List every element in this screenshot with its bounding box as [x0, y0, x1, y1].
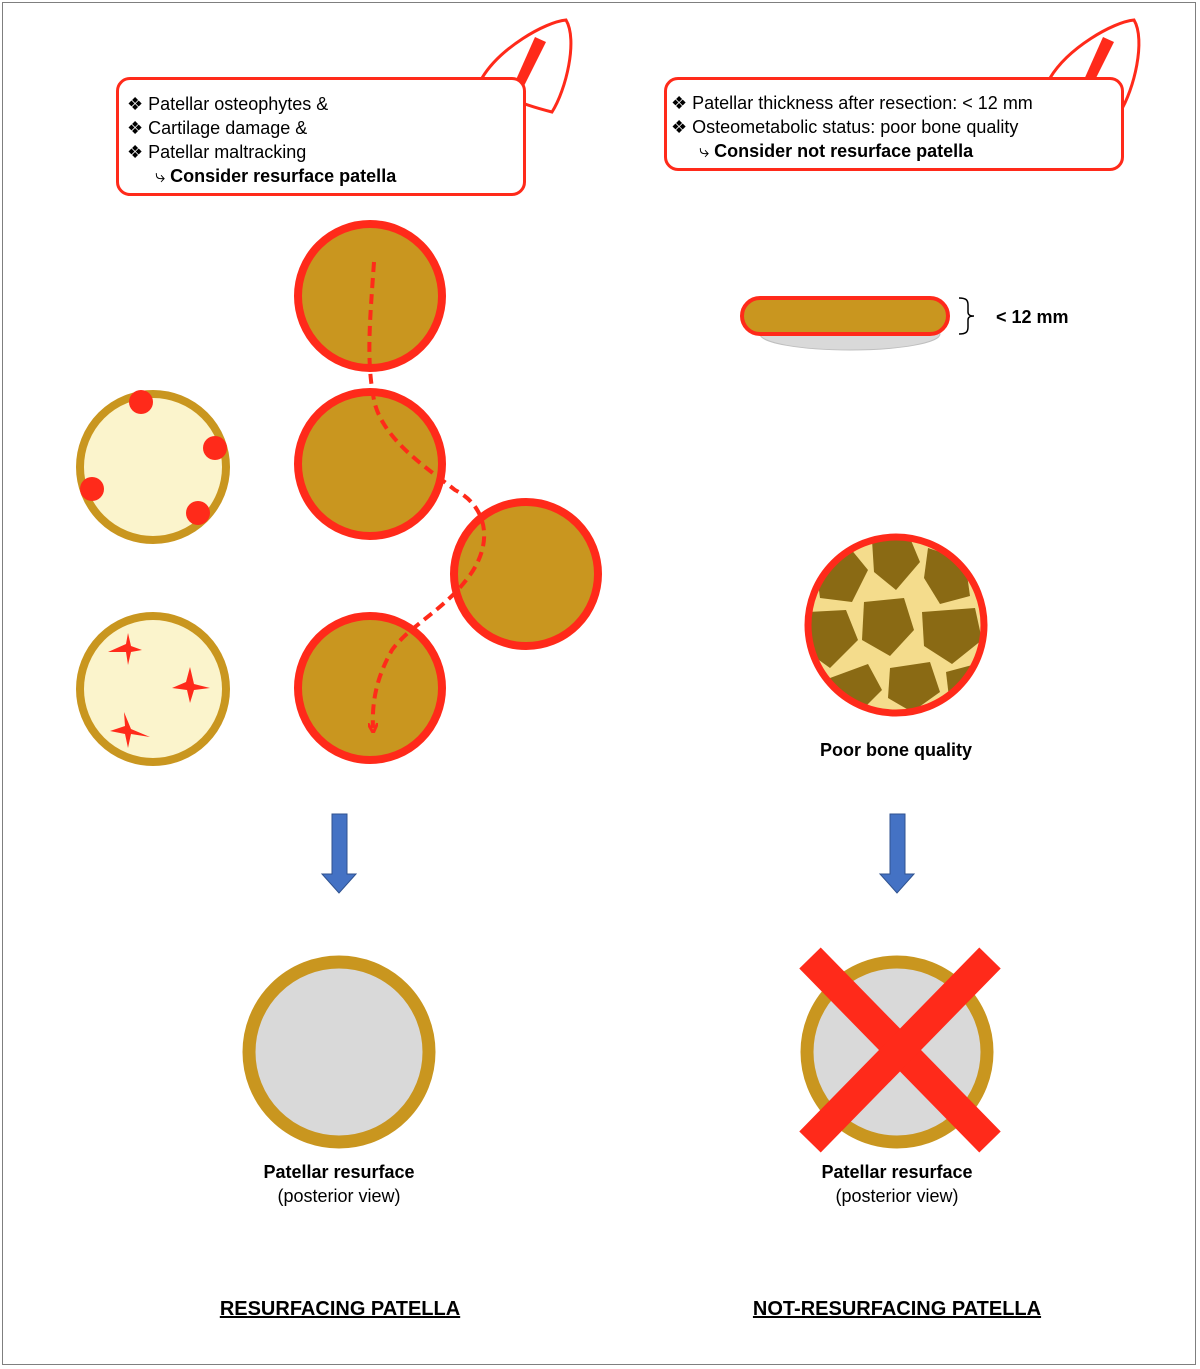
- criteria-item: ❖ Osteometabolic status: poor bone quali…: [671, 117, 1019, 137]
- osteophyte-dot: [203, 436, 227, 460]
- osteophyte-dot: [80, 477, 104, 501]
- patella-maltrack-3: [450, 498, 602, 650]
- criteria-item: ❖ Cartilage damage &: [127, 118, 308, 138]
- cartilage-damage-mark: [172, 667, 210, 703]
- thickness-label: < 12 mm: [996, 307, 1069, 327]
- maltracking-path-arrow: [367, 261, 487, 728]
- result-sublabel-right: (posterior view): [835, 1186, 959, 1206]
- patella-cartilage-damage: [76, 612, 230, 766]
- section-title-right: NOT-RESURFACING PATELLA: [752, 1298, 1042, 1320]
- result-sublabel-left: (posterior view): [277, 1186, 401, 1206]
- callout-not-resurface-criteria: ❖ Patellar thickness after resection: < …: [664, 77, 1124, 171]
- criteria-item: ❖ Patellar osteophytes &: [127, 94, 329, 114]
- osteophyte-dot: [129, 390, 153, 414]
- cartilage-damage-mark: [110, 712, 150, 748]
- section-title-left: RESURFACING PATELLA: [219, 1298, 461, 1320]
- patella-maltrack-4: [294, 612, 446, 764]
- criteria-item: ❖ Patellar maltracking: [127, 142, 307, 162]
- criteria-conclusion: ⤷ Consider resurface patella: [155, 166, 397, 186]
- down-arrow-right: [878, 813, 916, 894]
- poor-bone-quality-patella: [804, 533, 988, 717]
- thickness-brace: [958, 297, 975, 335]
- resurfaced-patella-left: [242, 955, 436, 1149]
- thin-patella: [740, 296, 950, 336]
- callout-resurface-criteria: ❖ Patellar osteophytes & ❖ Cartilage dam…: [116, 77, 526, 196]
- criteria-item: ❖ Patellar thickness after resection: < …: [671, 93, 1033, 113]
- cartilage-damage-mark: [108, 633, 142, 665]
- bone-quality-label: Poor bone quality: [819, 740, 972, 760]
- patella-maltrack-2: [294, 388, 446, 540]
- osteophyte-dot: [186, 501, 210, 525]
- cross-out-icon: [799, 947, 1001, 1153]
- result-label-right: Patellar resurface: [821, 1162, 973, 1182]
- criteria-conclusion: ⤷ Consider not resurface patella: [699, 141, 974, 161]
- down-arrow-left: [320, 813, 358, 894]
- patella-osteophytes: [76, 390, 230, 544]
- result-label-left: Patellar resurface: [263, 1162, 415, 1182]
